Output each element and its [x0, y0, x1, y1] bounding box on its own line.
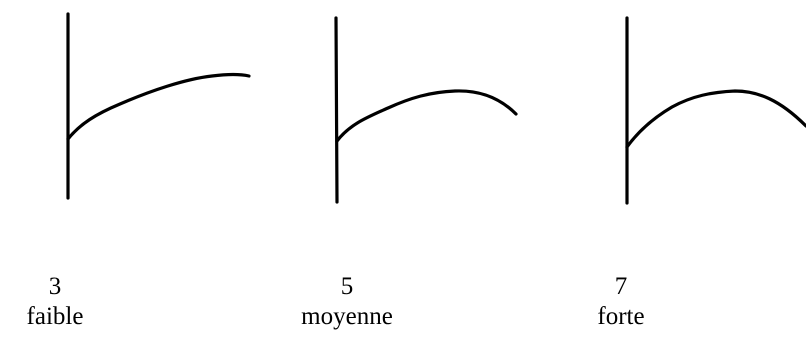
intensity-label: forte [597, 303, 645, 330]
panel-caption-strong: 7 forte [551, 272, 691, 332]
strong-curve-line [625, 89, 806, 149]
panel-medium-drawing [334, 16, 518, 204]
intensity-number: 5 [340, 273, 354, 300]
vertical-axis-line [334, 16, 339, 204]
panel-caption-weak: 3 faible [0, 272, 125, 332]
panel-strong-drawing [625, 16, 806, 205]
intensity-label: moyenne [301, 303, 393, 330]
intensity-number: 7 [614, 273, 628, 300]
intensity-label: faible [26, 303, 84, 330]
weak-curve-line [66, 72, 251, 141]
panel-weak-drawing [66, 12, 251, 200]
intensity-number: 3 [48, 273, 62, 300]
medium-curve-line [335, 89, 518, 143]
panel-caption-medium: 5 moyenne [277, 272, 417, 332]
